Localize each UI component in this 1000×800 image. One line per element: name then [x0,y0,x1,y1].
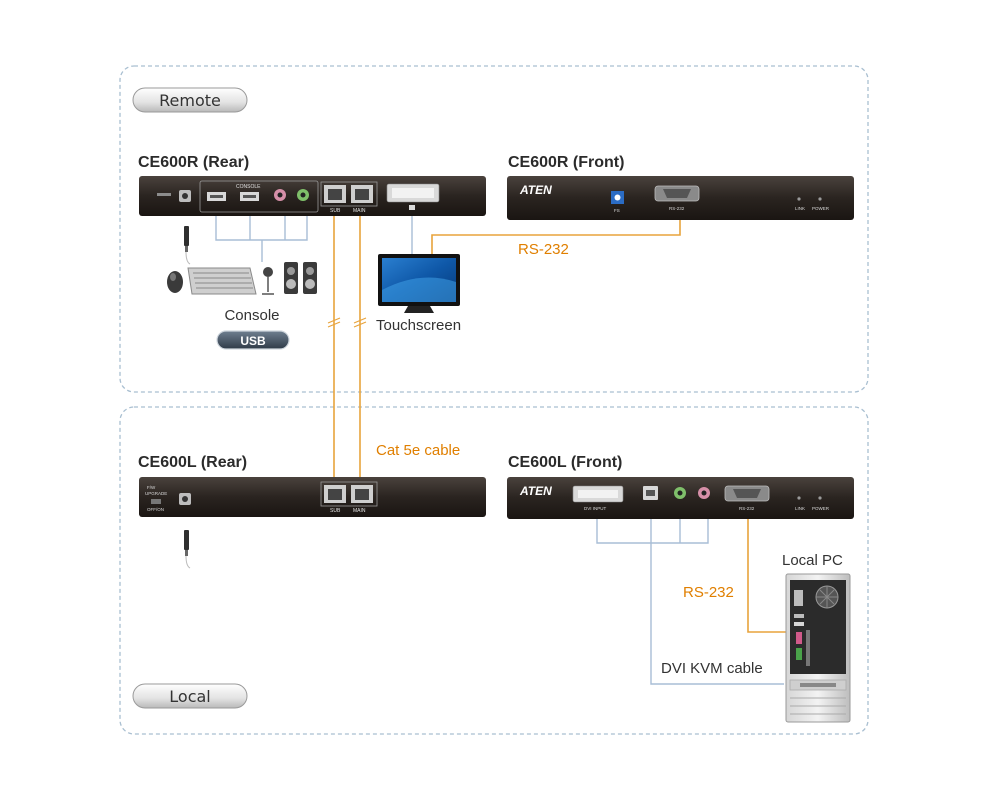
remote-label: Remote [159,91,221,110]
usb-badge-text: USB [240,334,266,348]
rs232-remote-cable-label: RS-232 [518,241,569,258]
local-label: Local [169,687,210,706]
rs232-port-remote[interactable] [654,185,700,202]
link-led [797,197,801,201]
console-peripherals [167,262,317,295]
ce600r-front-title: CE600R (Front) [508,154,624,171]
local-zone [119,406,869,735]
rs232-port-label-remote: RS-232 [669,206,685,211]
ce600r-rear-unit: CONSOLE SUB MAIN [139,176,486,216]
fw-upgrade-switch[interactable] [151,499,161,504]
offon-label: OFF/ON [147,507,164,512]
upgrade-label: UPGRADE [145,491,167,496]
local-pc-tower-icon [785,573,851,723]
remote-label-pill: Remote [132,87,248,113]
sub-port-label-local: SUB [330,508,341,514]
aten-logo-remote: ATEN [519,183,552,197]
power-label-remote: POWER [812,206,830,211]
usb-badge: USB [216,330,290,350]
local-label-pill: Local [132,683,248,709]
ce600l-front-unit: ATEN DVI INPUT RS-232 LINK POWER [507,477,854,519]
keyboard-icon [187,267,257,295]
main-port-label: MAIN [353,208,366,214]
cable-break-marks [327,317,367,328]
link-label-remote: LINK [795,206,805,211]
rs232-port-label-local: RS-232 [739,506,755,511]
remote-zone [119,65,869,393]
rs232-remote-cable [431,212,681,254]
touchscreen-monitor-icon [378,254,460,313]
rs232-local-cable [747,514,786,633]
main-port-label-local: MAIN [353,508,366,514]
ce600l-rear-title: CE600L (Rear) [138,454,247,471]
power-label-local: POWER [812,506,830,511]
power-adapter-plug-local [184,530,191,569]
touchscreen-label: Touchscreen [376,317,461,334]
console-port-label: CONSOLE [236,184,261,190]
rs232-local-cable-label: RS-232 [683,584,734,601]
speakers-icon [284,262,317,294]
link-label-local: LINK [795,506,805,511]
rs232-port-local[interactable] [724,485,770,502]
ce600l-rear-unit: F/W UPGRADE OFF/ON SUB MAIN [139,477,486,517]
link-led-local [797,496,801,500]
dvi-kvm-cable-label: DVI KVM cable [661,660,763,677]
microphone-icon [262,267,274,295]
local-pc-label: Local PC [782,552,843,569]
console-usb-cables [215,214,308,262]
power-adapter-plug [184,226,191,265]
fs-button-label: FS [614,208,620,213]
sub-port-label: SUB [330,208,341,214]
ce600l-front-title: CE600L (Front) [508,454,622,471]
ce600r-front-unit: ATEN FS RS-232 LINK POWER [507,176,854,220]
cat5e-cable-label: Cat 5e cable [376,442,460,459]
console-label: Console [224,307,279,324]
ce600r-rear-title: CE600R (Rear) [138,154,249,171]
cat5e-cables [333,214,361,484]
power-led [818,197,822,201]
power-led-local [818,496,822,500]
aten-logo-local: ATEN [519,484,552,498]
dvi-input-label: DVI INPUT [584,506,607,511]
fw-label: F/W [147,485,156,490]
